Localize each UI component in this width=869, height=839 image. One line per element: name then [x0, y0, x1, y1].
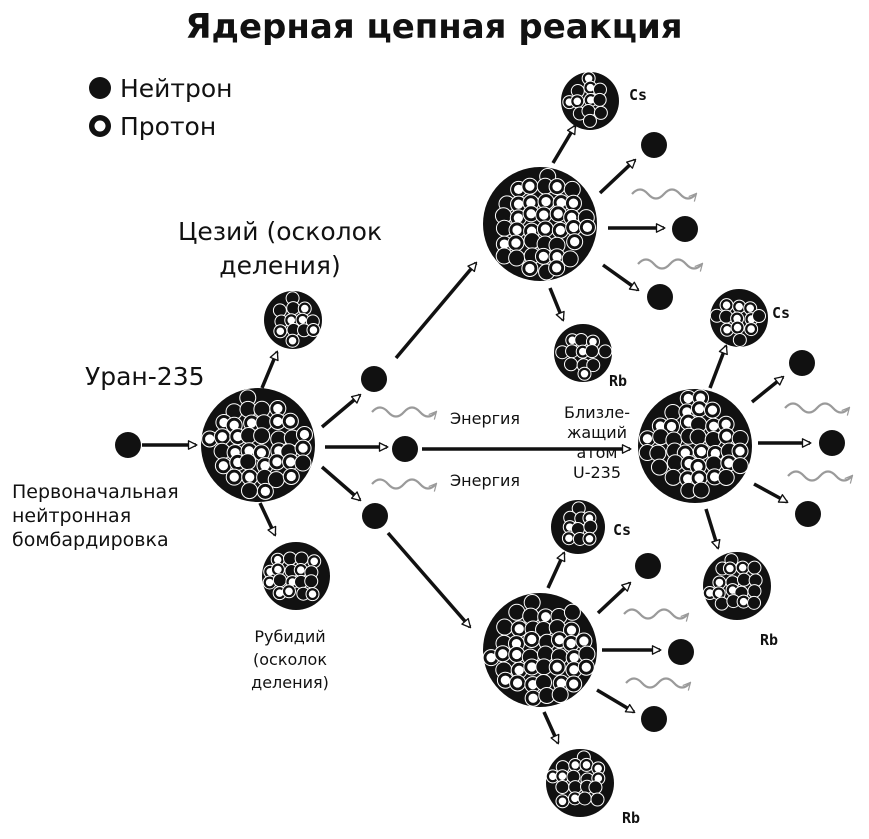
uranium-label: Уран-235: [85, 362, 205, 391]
neutrons: [115, 132, 845, 732]
rb-tag: Rb: [622, 809, 640, 827]
rubidium-label-line1: Рубидий: [254, 627, 325, 646]
arrow: [542, 711, 560, 745]
nearby-label-line2: жащий: [567, 423, 627, 442]
arrow: [386, 531, 472, 629]
arrow: [320, 465, 362, 502]
cesium-label-line2: деления): [219, 251, 340, 280]
nearby-label-line3: атом: [577, 443, 618, 462]
arrow: [596, 581, 632, 615]
energy-wave: [631, 188, 696, 199]
energy-label-top: Энергия: [450, 409, 520, 428]
neutron: [789, 350, 815, 376]
arrow: [260, 350, 279, 389]
cesium-fragment-nucleus: [264, 291, 322, 349]
energy-label-bottom: Энергия: [450, 471, 520, 490]
arrow: [546, 551, 566, 589]
neutron: [361, 366, 387, 392]
arrow: [598, 158, 637, 195]
energy-wave: [371, 478, 436, 489]
arrow: [258, 502, 277, 537]
neutron: [795, 501, 821, 527]
arrows: [142, 124, 812, 745]
neutron: [635, 553, 661, 579]
legend: Нейтрон Протон: [89, 74, 233, 141]
nearby-label-line4: U-235: [573, 463, 621, 482]
arrow: [548, 287, 565, 322]
energy-wave: [787, 470, 852, 481]
neutron-legend-icon: [89, 77, 111, 99]
neutron: [668, 639, 694, 665]
rubidium-fragment-nucleus: [702, 552, 771, 620]
arrow: [320, 393, 362, 429]
nucleus: [483, 167, 597, 281]
cs-tag: Cs: [613, 521, 631, 539]
legend-neutron-label: Нейтрон: [120, 74, 233, 103]
arrow: [551, 124, 577, 164]
uranium-235-nucleus: [201, 388, 315, 502]
arrow: [601, 263, 640, 292]
energy-wave: [637, 258, 702, 269]
energy-waves: [371, 188, 852, 688]
page-title: Ядерная цепная реакция: [185, 7, 682, 47]
nucleus: [482, 593, 597, 707]
neutron: [392, 436, 418, 462]
energy-wave: [784, 402, 849, 413]
arrow: [704, 508, 721, 550]
cs-tag: Cs: [772, 304, 790, 322]
neutron: [641, 706, 667, 732]
rubidium-fragment-nucleus: [545, 749, 614, 817]
rb-tag: Rb: [609, 372, 627, 390]
legend-proton-label: Протон: [120, 112, 216, 141]
cesium-fragment-nucleus: [709, 289, 768, 347]
rubidium-label-line3: деления): [251, 673, 329, 692]
initial-label-line1: Первоначальная: [12, 481, 179, 503]
arrow: [750, 375, 785, 404]
rubidium-label-line2: (осколок: [253, 650, 327, 669]
rb-tag: Rb: [760, 631, 778, 649]
neutron: [641, 132, 667, 158]
cesium-fragment-nucleus: [561, 71, 619, 130]
arrow: [753, 482, 789, 504]
cs-tag: Cs: [629, 86, 647, 104]
arrow: [596, 688, 636, 714]
energy-wave: [371, 406, 436, 417]
initial-label-line2: нейтронная: [12, 505, 131, 527]
neutron: [115, 432, 141, 458]
cesium-label-line1: Цезий (осколок: [178, 217, 382, 246]
energy-wave: [625, 677, 690, 688]
neutron: [819, 430, 845, 456]
nearby-label-line1: Близле-: [564, 403, 630, 422]
neutron: [647, 284, 673, 310]
nearby-u235-nucleus: [638, 389, 752, 503]
arrow: [394, 261, 478, 360]
rubidium-fragment-nucleus: [262, 542, 330, 610]
arrow: [708, 344, 728, 389]
neutron: [672, 216, 698, 242]
neutron: [362, 503, 388, 529]
nuclei: [201, 71, 771, 817]
rubidium-fragment-nucleus: [554, 324, 613, 382]
initial-label-line3: бомбардировка: [12, 529, 169, 551]
cesium-fragment-nucleus: [551, 500, 605, 554]
energy-wave: [623, 608, 688, 619]
